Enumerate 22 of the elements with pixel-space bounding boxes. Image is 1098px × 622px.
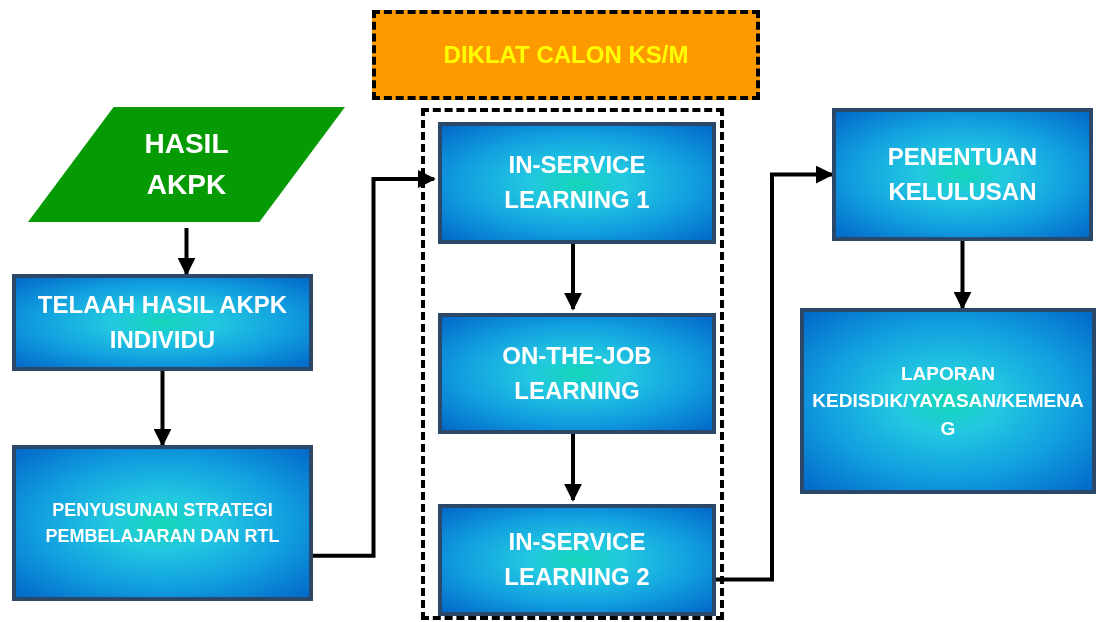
node-label: TELAAH HASIL AKPK INDIVIDU [36, 289, 289, 355]
dashed-group-box [421, 108, 724, 620]
node-label: PENENTUAN KELULUSAN [886, 141, 1039, 207]
node-label: ON-THE-JOB LEARNING [501, 340, 653, 406]
node-label: LAPORAN KEDISDIK/YAYASAN/KEMENAG [811, 361, 1085, 441]
node-label: HASIL AKPK [143, 126, 230, 202]
arrow [313, 170, 436, 558]
process-box [12, 445, 313, 601]
node-label: PENYUSUNAN STRATEGI PEMBELAJARAN DAN RTL [44, 498, 281, 548]
process-box [12, 274, 313, 371]
process-box [438, 313, 716, 434]
node-label: IN-SERVICE LEARNING 1 [503, 150, 651, 215]
arrow [953, 241, 972, 310]
title-box [372, 10, 760, 100]
process-box [438, 504, 716, 616]
arrow [177, 228, 196, 276]
process-box [438, 122, 716, 244]
node-label: IN-SERVICE LEARNING 2 [503, 527, 651, 592]
node-label: DIKLAT CALON KS/M [442, 39, 690, 70]
process-box [832, 108, 1093, 241]
arrow [153, 371, 172, 447]
process-box [800, 308, 1096, 494]
